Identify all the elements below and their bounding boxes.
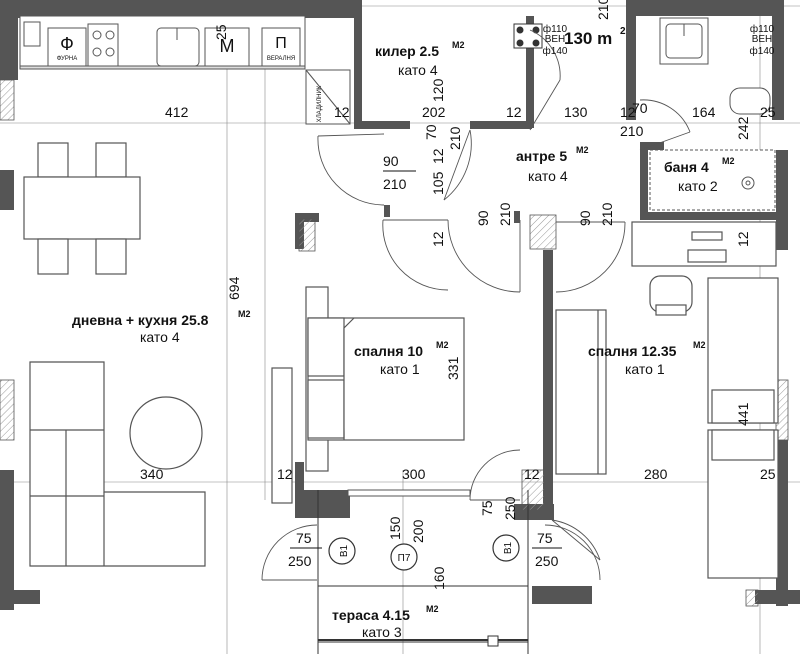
- washer-label: ВЕРАЛНЯ: [267, 56, 295, 62]
- room-unit-bed1: М2: [436, 340, 449, 350]
- room-name-storage: килер 2.5: [375, 43, 439, 59]
- dim-70b: 70: [423, 124, 439, 140]
- dim-340: 340: [140, 466, 164, 482]
- room-floor-bed2: като 1: [625, 361, 665, 377]
- bathroom-fixtures: [649, 17, 776, 211]
- dim-412: 412: [165, 104, 189, 120]
- room-floor-bed1: като 1: [380, 361, 420, 377]
- room-name-terrace: тераса 4.15: [332, 607, 410, 623]
- dim-250c: 250: [535, 553, 559, 569]
- dim-210b: 210: [383, 176, 407, 192]
- dim-300: 300: [402, 466, 426, 482]
- ventilation-shafts: [513, 23, 543, 49]
- room-unit-terrace: М2: [426, 604, 439, 614]
- room-unit-hall: М2: [576, 145, 589, 155]
- dim-280: 280: [644, 466, 668, 482]
- dim-90b: 90: [475, 210, 491, 226]
- desk: [631, 221, 777, 316]
- dim-331: 331: [445, 356, 461, 380]
- dim-120: 120: [430, 78, 446, 102]
- dim-12b: 12: [506, 104, 522, 120]
- oven-label: ФУРНА: [57, 56, 77, 62]
- room-name-bed1: спалня 10: [354, 343, 423, 359]
- dishwasher-icon: М: [220, 36, 235, 56]
- dim-200: 200: [410, 519, 426, 543]
- room-unit-living: М2: [238, 309, 251, 319]
- bunk-bed: [707, 277, 779, 579]
- room-name-hall: антре 5: [516, 148, 567, 164]
- dim-130: 130: [564, 104, 588, 120]
- total-area-sup: 2: [620, 26, 626, 37]
- dim-12e: 12: [524, 466, 540, 482]
- dim-202: 202: [422, 104, 446, 120]
- fridge: [305, 69, 351, 125]
- dim-441: 441: [735, 402, 751, 426]
- pipe-label-c2: ф140: [750, 45, 775, 57]
- room-floor-bath: като 2: [678, 178, 718, 194]
- window-label-right: B1: [503, 541, 514, 554]
- room-unit-storage: М2: [452, 40, 465, 50]
- dim-25a: 25: [760, 104, 776, 120]
- pipe-label-a2: ф110: [750, 23, 775, 35]
- wardrobe-bedroom-2: [555, 309, 607, 475]
- pipe-label-b: ВЕН: [545, 34, 566, 45]
- dim-210top: 210: [595, 0, 611, 20]
- dim-210v: 210: [447, 126, 463, 150]
- room-name-bed2: спалня 12.35: [588, 343, 677, 359]
- dim-12c: 12: [620, 104, 636, 120]
- room-floor-terrace: като 3: [362, 624, 402, 640]
- dim-12d: 12: [277, 466, 293, 482]
- room-floor-storage: като 4: [398, 62, 438, 78]
- pipe-label-b2: ВЕН: [752, 34, 773, 45]
- dim-210c: 210: [497, 202, 513, 226]
- room-unit-bed2: М2: [693, 340, 706, 350]
- room-floor-living: като 4: [140, 329, 180, 345]
- exterior-walls: [0, 0, 800, 610]
- dim-70a: 70: [632, 100, 648, 116]
- dim-210a: 210: [620, 123, 644, 139]
- dim-25top: 25: [213, 24, 229, 40]
- room-name-living: дневна + кухня 25.8: [72, 312, 209, 328]
- hatched-walls: [0, 79, 789, 607]
- sofa: [29, 361, 206, 567]
- dim-164: 164: [692, 104, 716, 120]
- dim-160: 160: [431, 566, 447, 590]
- bed-bedroom-1: [271, 286, 465, 504]
- dim-12v2: 12: [430, 231, 446, 247]
- dim-105: 105: [430, 171, 446, 195]
- washer-icon: П: [275, 35, 287, 52]
- oven-icon: Ф: [60, 34, 74, 54]
- dim-25b: 25: [760, 466, 776, 482]
- dimension-labels: 412 12 202 12 130 12 70 164 25 210 90 21…: [140, 0, 776, 590]
- pipe-label-a: ф110: [543, 23, 568, 35]
- dim-75a: 75: [296, 530, 312, 546]
- total-area: 130 m: [564, 29, 612, 48]
- dim-90a: 90: [383, 153, 399, 169]
- dim-150: 150: [387, 516, 403, 540]
- window-label-left: B1: [339, 544, 350, 557]
- window-markers: [328, 534, 520, 571]
- pipe-label-c: ф140: [543, 45, 568, 57]
- door-swings: [261, 29, 691, 581]
- dim-12v1: 12: [430, 148, 446, 164]
- dim-242: 242: [735, 116, 751, 140]
- dim-90c: 90: [577, 210, 593, 226]
- dim-12a: 12: [334, 104, 350, 120]
- room-unit-bath: М2: [722, 156, 735, 166]
- dim-250a: 250: [288, 553, 312, 569]
- terrace-outline: [317, 489, 529, 654]
- dim-210d: 210: [599, 202, 615, 226]
- dim-12v3: 12: [735, 231, 751, 247]
- room-name-bath: баня 4: [664, 159, 709, 175]
- fridge-label: ХЛАДИЛНИК: [317, 85, 323, 122]
- dim-694: 694: [226, 276, 242, 300]
- window-label-mid: П7: [398, 553, 411, 564]
- kitchen-counter: [19, 15, 306, 70]
- room-floor-hall: като 4: [528, 168, 568, 184]
- dim-250b: 250: [502, 496, 518, 520]
- dining-table: [23, 142, 141, 275]
- dim-75c: 75: [537, 530, 553, 546]
- dim-75b: 75: [479, 500, 495, 516]
